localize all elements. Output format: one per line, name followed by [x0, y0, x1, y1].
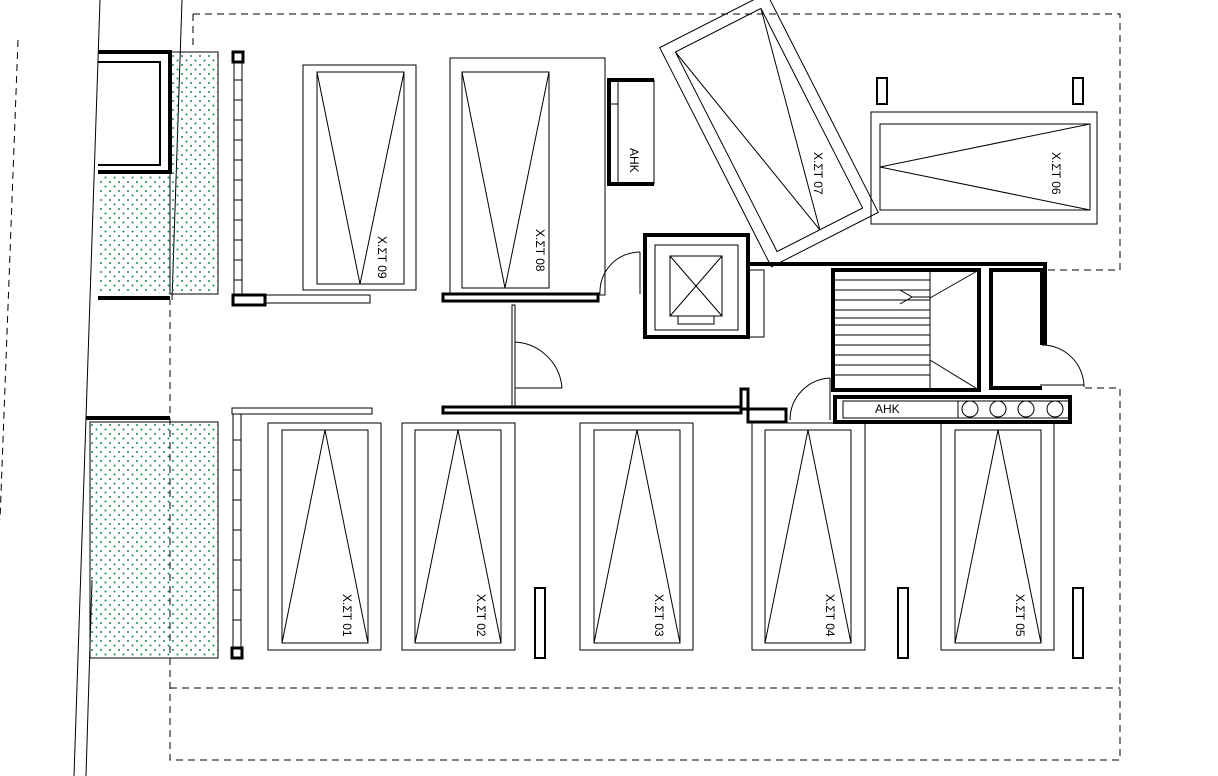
parking-label-04: Χ.ΣΤ 04 [823, 594, 837, 637]
parking-label-09: Χ.ΣΤ 09 [375, 236, 389, 279]
parking-label-05: Χ.ΣΤ 05 [1013, 594, 1027, 637]
parking-space-01: Χ.ΣΤ 01 [267, 422, 382, 651]
railing-strips [231, 61, 373, 649]
parking-label-01: Χ.ΣΤ 01 [340, 594, 354, 637]
right-room [989, 268, 1085, 390]
parking-space-06: Χ.ΣΤ 06 [870, 77, 1098, 225]
parking-label-02: Χ.ΣΤ 02 [474, 594, 488, 637]
structural-columns [534, 587, 1084, 659]
parking-space-03: Χ.ΣΤ 03 [579, 422, 694, 651]
parking-label-08: Χ.ΣΤ 08 [533, 229, 547, 272]
staircase [748, 262, 1047, 392]
parking-space-05: Χ.ΣΤ 05 [940, 422, 1055, 651]
ahk-room-bottom: ΑΗΚ [789, 377, 1072, 424]
parking-label-03: Χ.ΣΤ 03 [652, 594, 666, 637]
property-boundary [0, 0, 183, 776]
ahk-label-top: ΑΗΚ [627, 148, 641, 173]
parking-space-02: Χ.ΣΤ 02 [401, 422, 516, 651]
parking-space-07: Χ.ΣΤ 07 [659, 0, 879, 268]
ahk-label-bottom: ΑΗΚ [875, 402, 900, 416]
parking-label-06: Χ.ΣΤ 06 [1049, 152, 1063, 195]
parking-space-04: Χ.ΣΤ 04 [751, 422, 866, 651]
ahk-room-top: ΑΗΚ [607, 78, 655, 186]
elevator-shaft [643, 233, 765, 339]
parking-space-08: Χ.ΣΤ 08 [449, 57, 606, 296]
center-walls [441, 251, 788, 424]
dashed-building-outline [169, 13, 1121, 761]
planting-area-bottom [89, 421, 219, 659]
parking-space-09: Χ.ΣΤ 09 [302, 64, 417, 291]
parking-label-07: Χ.ΣΤ 07 [811, 152, 825, 195]
planting-area-top [98, 51, 219, 295]
